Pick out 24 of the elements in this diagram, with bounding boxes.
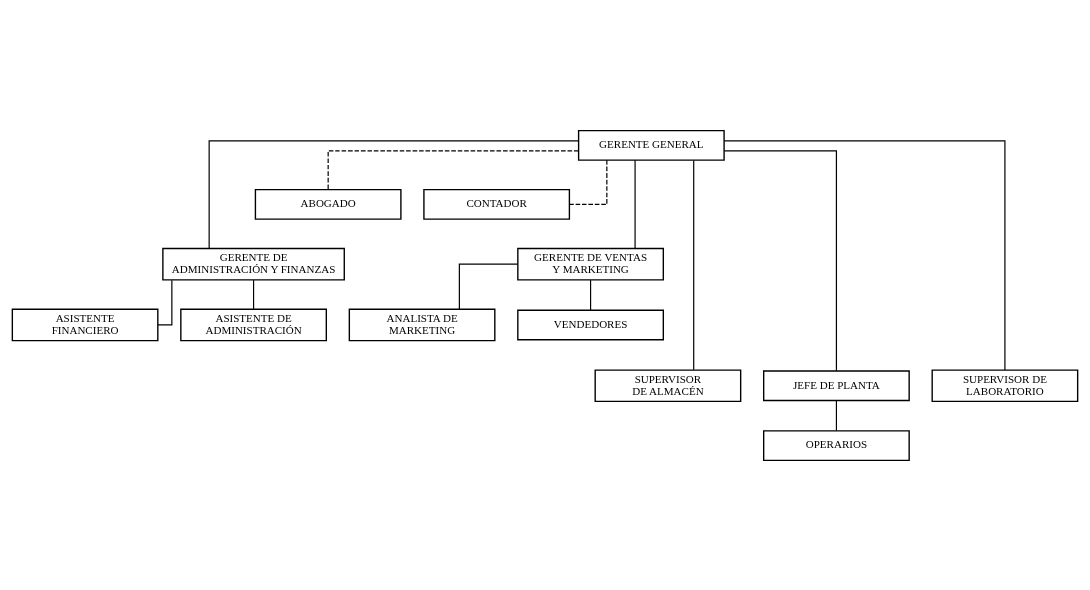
connector	[568, 159, 608, 205]
connector	[327, 149, 579, 190]
connector	[723, 149, 837, 371]
node-box: GERENTE DE ADMINISTRACIÓN Y FINANZAS	[162, 247, 345, 281]
node-box: CONTADOR	[423, 188, 571, 220]
node-box: VENDEDORES	[517, 309, 664, 340]
connector	[723, 139, 1006, 371]
node-box: ASISTENTE DE ADMINISTRACIÓN	[180, 308, 327, 341]
node-box: ASISTENTE FINANCIERO	[11, 308, 159, 341]
node-box: SUPERVISOR DE ALMACÉN	[594, 368, 742, 402]
connector	[253, 279, 255, 309]
node-box: OPERARIOS	[763, 429, 910, 461]
node-box: GERENTE GENERAL	[577, 129, 725, 161]
node-box: SUPERVISOR DE LABORATORIO	[931, 368, 1079, 402]
node-box: GERENTE DE VENTAS Y MARKETING	[517, 247, 664, 281]
node-box: JEFE DE PLANTA	[763, 369, 910, 401]
node-box: ANALISTA DE MARKETING	[348, 308, 496, 341]
connector	[208, 139, 580, 249]
connector	[835, 399, 837, 431]
connector	[634, 159, 636, 249]
node-box: ABOGADO	[254, 188, 402, 220]
connector	[693, 159, 695, 370]
connector	[590, 279, 592, 311]
connector	[458, 263, 519, 310]
